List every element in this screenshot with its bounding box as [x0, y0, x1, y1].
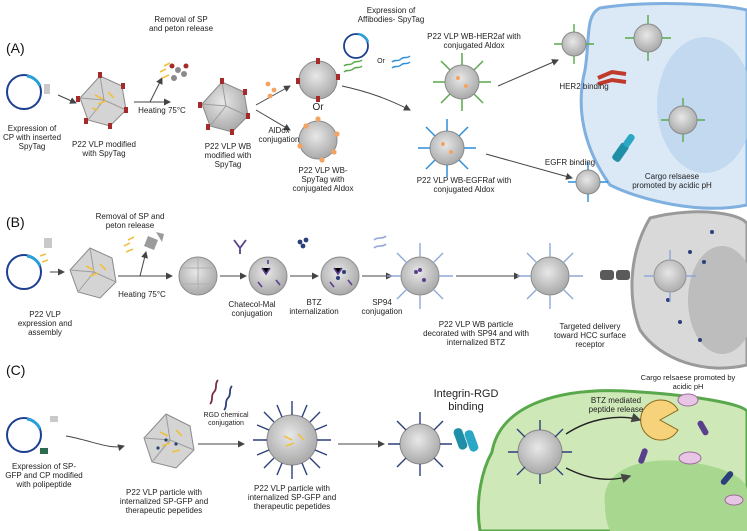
label-her2-binding: HER2 binding [559, 82, 609, 91]
affibody-blue [391, 55, 411, 69]
capsid-b-chatecol [248, 256, 288, 296]
label-btz-internalization: BTZ internalization [289, 298, 339, 317]
label-expression-affibodies: Expression of Affibodies- SpyTag [357, 6, 425, 25]
scaffold-protein-b [123, 236, 135, 253]
released-cargo [638, 393, 744, 506]
plasmid-affibody [343, 32, 370, 59]
scaffold-protein-a [159, 62, 171, 79]
particle-egfr-free [568, 162, 608, 202]
label-removal-sp-b: Removal of SP and peton release [95, 212, 165, 231]
plasmid-a [6, 74, 50, 110]
particle-c-in-cell [508, 420, 572, 484]
section-label-a: (A) [6, 40, 25, 56]
particle-b-sp94 [387, 243, 453, 309]
peton-release-a [169, 63, 189, 81]
label-btz-release: BTZ mediated peptide release [588, 396, 644, 415]
chatecol-mal [233, 239, 247, 254]
label-wb-her2: P22 VLP WB-HER2af with conjugated Aldox [427, 32, 521, 51]
capsid-b-wb [178, 256, 218, 296]
label-egfr-binding: EGFR binding [544, 158, 596, 167]
label-targeted-delivery: Targeted delivery toward HCC surface rec… [553, 322, 627, 350]
label-aldox-conjugation: AlDox conjugation [258, 126, 300, 145]
capsid-aldox-bottom [297, 116, 340, 163]
label-integrin-rgd: Integrin-RGD binding [433, 388, 499, 413]
label-expression-sp-gfp: Expression of SP-GFP and CP modified wit… [5, 462, 83, 490]
egfr-receptor [612, 133, 635, 162]
cell-gray-nucleus [688, 246, 747, 354]
label-vlp-expression: P22 VLP expression and assembly [17, 310, 73, 338]
label-or-big: Or [312, 102, 324, 113]
particle-her2 [433, 53, 491, 111]
particle-egfr [418, 119, 476, 177]
label-particle-internalized-1: P22 VLP particle with internalized SP-GF… [119, 488, 209, 516]
particle-her2-free [554, 24, 594, 64]
label-wb-particle-sp94: P22 VLP WB particle decorated with SP94 … [423, 320, 529, 348]
label-vlp-spytag: P22 VLP modified with SpyTag [72, 140, 136, 159]
rgd-peptides [209, 379, 233, 411]
section-label-c: (C) [6, 362, 26, 378]
label-or-small: Or [377, 58, 385, 65]
label-cargo-release-c: Cargo relsaese promoted by acidic pH [640, 373, 736, 391]
label-wb-spytag-aldox: P22 VLP WB- SpyTag with conjugated Aldox [292, 166, 354, 194]
aldox-molecules [265, 81, 277, 99]
particle-c-free [388, 412, 452, 476]
label-particle-internalized-2: P22 VLP particle with internalized SP-GF… [247, 484, 337, 512]
affibody-green [343, 59, 363, 73]
label-removal-sp-a: Removal of SP and peton release [148, 15, 214, 34]
cell-blue-nucleus [657, 37, 747, 173]
btz-drug-dots [666, 230, 714, 342]
label-heating-a: Heating 75°C [138, 106, 186, 115]
capsid-c [143, 413, 195, 469]
capsid-vlp-wb [198, 78, 250, 135]
plasmid-c [6, 416, 58, 454]
integrin-receptor [453, 428, 479, 452]
particle-c-rgd [253, 401, 331, 479]
capsid-vlp-spytag [76, 72, 128, 129]
label-rgd-conjugation: RGD chemical conjugation [203, 412, 249, 428]
label-expression-cp: Expression of CP with inserted SpyTag [2, 124, 62, 152]
her2-receptor [597, 69, 627, 86]
particle-b-in-cell [644, 250, 696, 302]
capsid-aldox-top [296, 58, 340, 102]
plasmid-b [6, 238, 52, 290]
sp94-peptide [373, 235, 387, 249]
peton-release-b [144, 232, 164, 250]
hcc-receptor [600, 270, 630, 280]
label-chatecol-mal: Chatecol-Mal conjugation [228, 300, 276, 319]
capsid-b-btz [320, 256, 360, 296]
label-vlp-wb: P22 VLP WB modified with SpyTag [204, 142, 252, 170]
section-label-b: (B) [6, 214, 25, 230]
particle-b-delivery [517, 243, 583, 309]
nucleus-green [604, 460, 747, 531]
particle-her2-bound [625, 15, 671, 61]
label-wb-egfr: P22 VLP WB-EGFRaf with conjugated Aldox [416, 176, 512, 195]
particle-her2-inside [661, 98, 705, 142]
btz-molecule [297, 237, 309, 249]
label-cargo-release-a: Cargo relsaese promoted by acidic pH [632, 172, 712, 191]
label-sp94-conjugation: SP94 conjugation [361, 298, 403, 317]
capsid-b-assembled [69, 247, 117, 299]
label-heating-b: Heating 75°C [118, 290, 166, 299]
